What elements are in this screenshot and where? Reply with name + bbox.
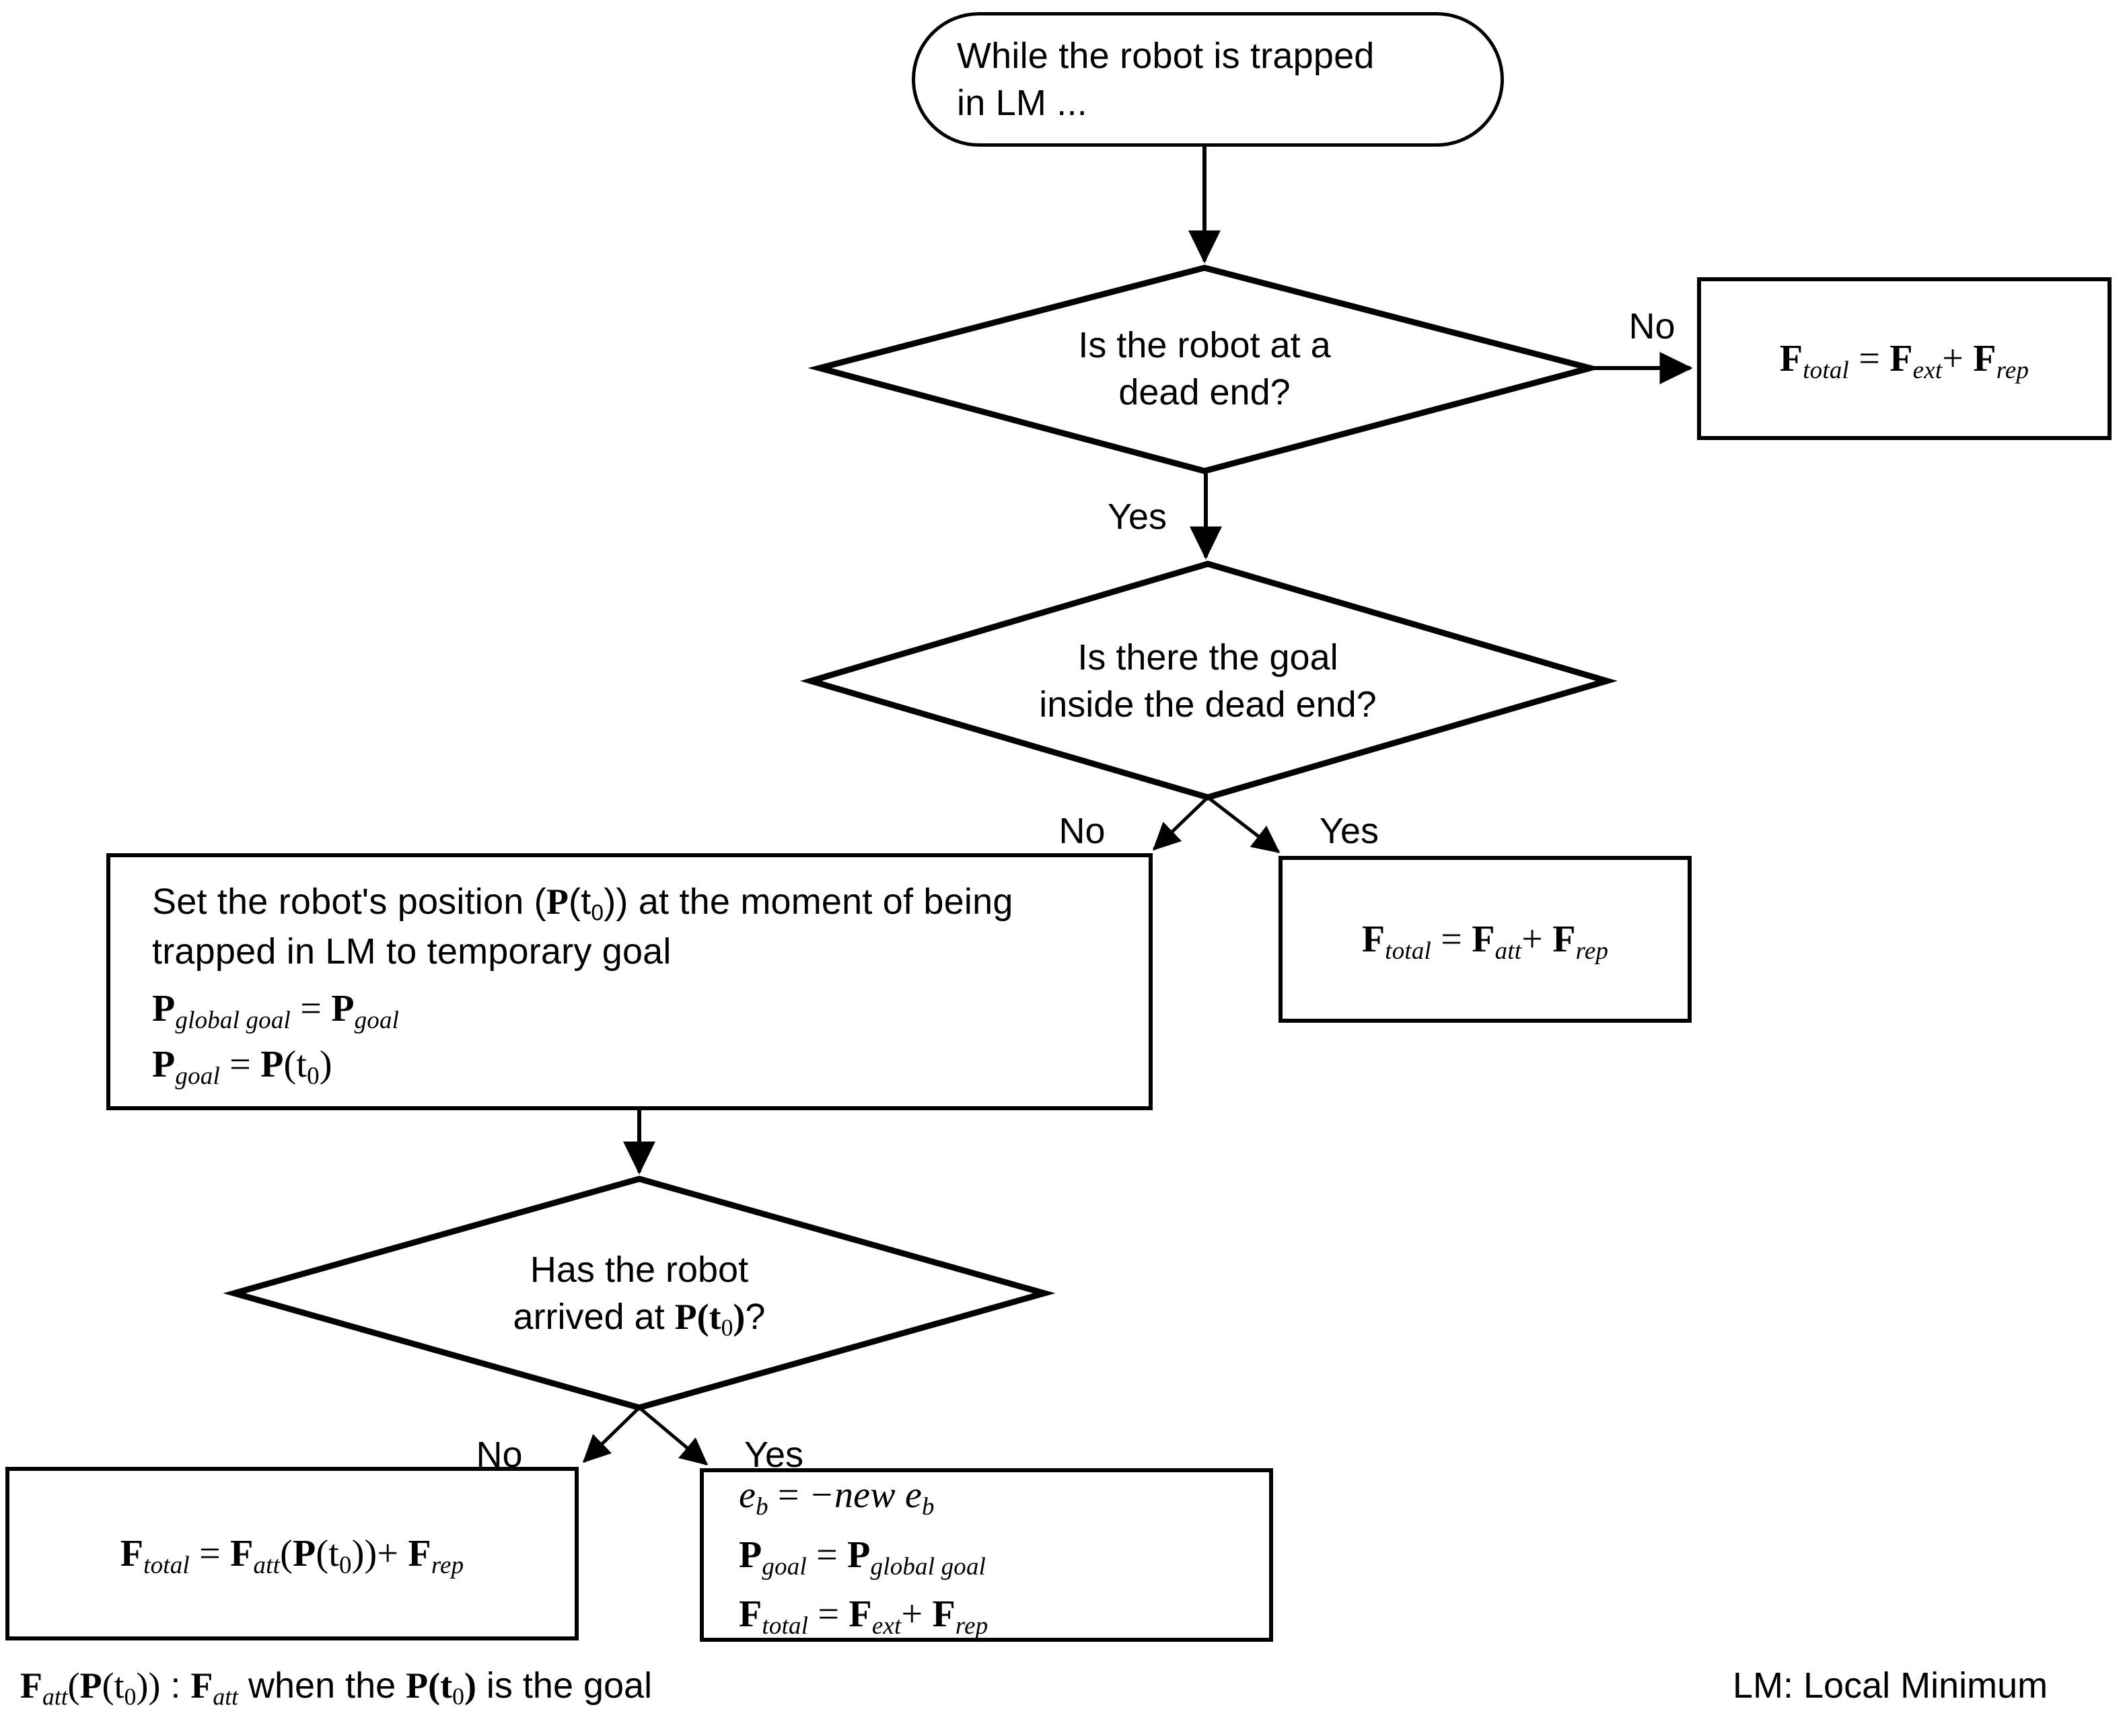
legend-fatt-definition: Fatt(P(t0)) : Fatt when the P(t0) is the…: [20, 1665, 653, 1710]
legend-fatt-text-1: when the: [238, 1665, 406, 1706]
edge-label-dead-end-no: No: [1628, 306, 1676, 347]
set-goal-sentence: Set the robot's position (P(t0)) at the …: [152, 878, 1122, 928]
start-line-2: in LM ...: [957, 83, 1087, 123]
decision-arrived-line-2: arrived at P(t0)?: [513, 1293, 766, 1340]
edge-arrived-yes: [638, 1406, 709, 1466]
legend-fatt-text-2: is the goal: [476, 1665, 653, 1706]
legend-fatt-pt0: P(t0): [406, 1665, 476, 1710]
set-goal-sentence-line-2: trapped in LM to temporary goal: [152, 931, 672, 972]
box-reset-equations-content: eb = −new eb Pgoal = Pglobal goal Ftotal…: [704, 1471, 1269, 1639]
edge-goal-inside-yes: [1206, 796, 1281, 853]
start-line-1: While the robot is trapped: [957, 35, 1375, 76]
box-set-temporary-goal: Set the robot's position (P(t0)) at the …: [106, 853, 1153, 1110]
edge-label-arrived-yes: Yes: [744, 1435, 804, 1475]
equation-ftotal-ext-rep-reset: Ftotal = Fext+ Frep: [739, 1593, 988, 1640]
equation-eb-negative-new-eb: eb = −new eb: [739, 1474, 935, 1520]
legend-fatt-math: Fatt(P(t0)): [20, 1665, 161, 1710]
decision-label-dead-end: Is the robot at a dead end?: [1078, 322, 1330, 416]
equation-ftotal-ext-rep: Ftotal = Fext+ Frep: [1779, 337, 2029, 384]
decision-arrived-symbol-pt0: P(t0): [674, 1297, 746, 1341]
set-goal-text-part-1: Set the robot's position (: [152, 881, 546, 923]
edge-arrived-no: [582, 1406, 641, 1463]
decision-label-goal-inside: Is there the goal inside the dead end?: [1039, 634, 1376, 728]
edge-label-goal-inside-yes: Yes: [1319, 811, 1379, 851]
decision-goal-inside-line-2: inside the dead end?: [1039, 684, 1377, 725]
decision-arrived-line-1: Has the robot: [530, 1249, 749, 1290]
set-goal-symbol-pt0: P: [546, 881, 569, 923]
box-ftotal-ext-rep-content: Ftotal = Fext+ Frep: [1701, 334, 2108, 384]
equation-pglobal-equals-pgoal: Pglobal goal = Pgoal: [152, 988, 400, 1034]
decision-arrived-line-2-post: ?: [745, 1297, 766, 1337]
legend-fatt-separator: :: [160, 1665, 191, 1706]
decision-dead-end-line-1: Is the robot at a: [1078, 324, 1331, 365]
legend-lm-definition: LM: Local Minimum: [1733, 1665, 2048, 1706]
set-goal-text-part-2: (t0)) at the moment of being: [569, 881, 1013, 926]
equation-pgoal-equals-pglobal: Pgoal = Pglobal goal: [739, 1533, 986, 1580]
decision-arrived-line-2-pre: arrived at: [513, 1297, 675, 1337]
decision-goal-inside-line-1: Is there the goal: [1077, 637, 1338, 678]
equation-ftotal-att-pt0-rep: Ftotal = Fatt(P(t0))+ Frep: [120, 1532, 464, 1579]
edge-label-goal-inside-no: No: [1058, 811, 1106, 851]
box-ftotal-att-rep: Ftotal = Fatt+ Frep: [1278, 856, 1692, 1023]
edge-label-dead-end-yes: Yes: [1107, 497, 1167, 537]
legend-fatt-symbol: Fatt: [190, 1665, 238, 1710]
decision-label-arrived: Has the robot arrived at P(t0)?: [513, 1246, 766, 1340]
equation-ftotal-att-rep: Ftotal = Fatt+ Frep: [1361, 918, 1609, 964]
box-ftotal-att-pt0-rep-content: Ftotal = Fatt(P(t0))+ Frep: [9, 1529, 575, 1579]
start-terminator: While the robot is trapped in LM ...: [912, 12, 1504, 147]
start-terminator-text: While the robot is trapped in LM ...: [915, 32, 1501, 126]
decision-dead-end-line-2: dead end?: [1118, 372, 1291, 412]
equation-pgoal-equals-pt0: Pgoal = P(t0): [152, 1044, 332, 1090]
box-set-temporary-goal-content: Set the robot's position (P(t0)) at the …: [110, 874, 1149, 1089]
box-reset-equations: eb = −new eb Pgoal = Pglobal goal Ftotal…: [700, 1468, 1273, 1642]
box-ftotal-ext-rep: Ftotal = Fext+ Frep: [1697, 277, 2112, 440]
box-ftotal-att-rep-content: Ftotal = Fatt+ Frep: [1283, 915, 1688, 964]
box-ftotal-att-pt0-rep: Ftotal = Fatt(P(t0))+ Frep: [5, 1467, 579, 1640]
edge-goal-inside-no: [1152, 796, 1209, 851]
